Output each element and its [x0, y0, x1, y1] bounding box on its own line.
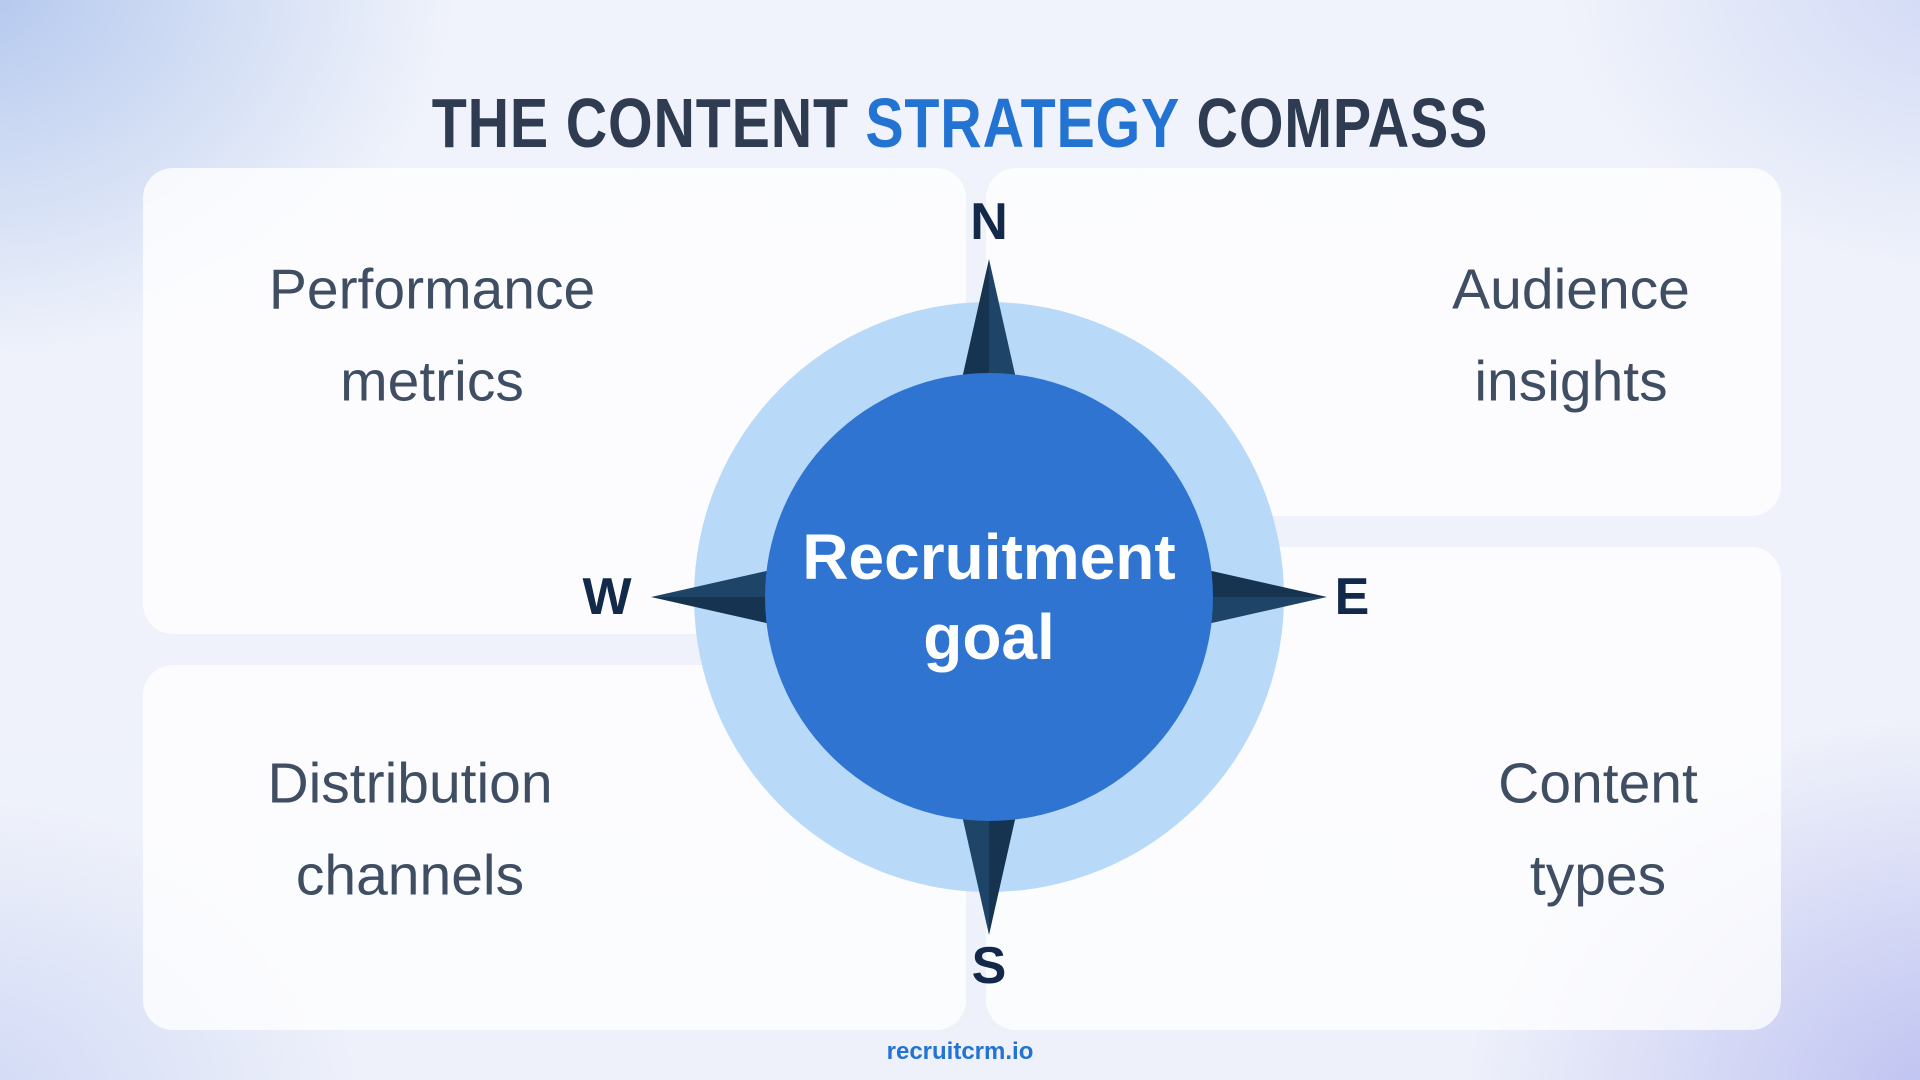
label-line: Performance: [268, 257, 596, 322]
label-content-types: Content types: [1498, 738, 1698, 923]
compass-inner-circle: [765, 373, 1213, 821]
label-line: Content: [1498, 751, 1698, 816]
compass-rose-icon: [651, 259, 1327, 935]
label-line: channels: [295, 844, 525, 908]
title-suffix: COMPASS: [1196, 83, 1489, 162]
direction-north-label: N: [970, 193, 1008, 251]
label-line: metrics: [340, 350, 524, 414]
label-line: Distribution: [267, 751, 553, 816]
brand-footer: recruitcrm.io: [886, 1038, 1034, 1065]
recruitment-goal-label: Recruitment goal: [802, 517, 1175, 677]
goal-line: goal: [923, 601, 1055, 673]
label-distribution-channels: Distribution channels: [267, 738, 552, 923]
direction-east-label: E: [1334, 568, 1370, 626]
page-title: THE CONTENT STRATEGY COMPASS: [173, 83, 1747, 163]
label-audience-insights: Audience insights: [1452, 244, 1690, 429]
title-highlight: STRATEGY: [865, 83, 1181, 162]
goal-line: Recruitment: [802, 521, 1176, 593]
direction-west-label: W: [582, 568, 632, 626]
label-line: insights: [1474, 350, 1668, 414]
label-performance-metrics: Performance metrics: [269, 244, 595, 429]
direction-south-label: S: [971, 937, 1007, 995]
label-line: types: [1529, 844, 1667, 908]
title-prefix: THE CONTENT: [431, 83, 849, 162]
label-line: Audience: [1452, 257, 1690, 322]
